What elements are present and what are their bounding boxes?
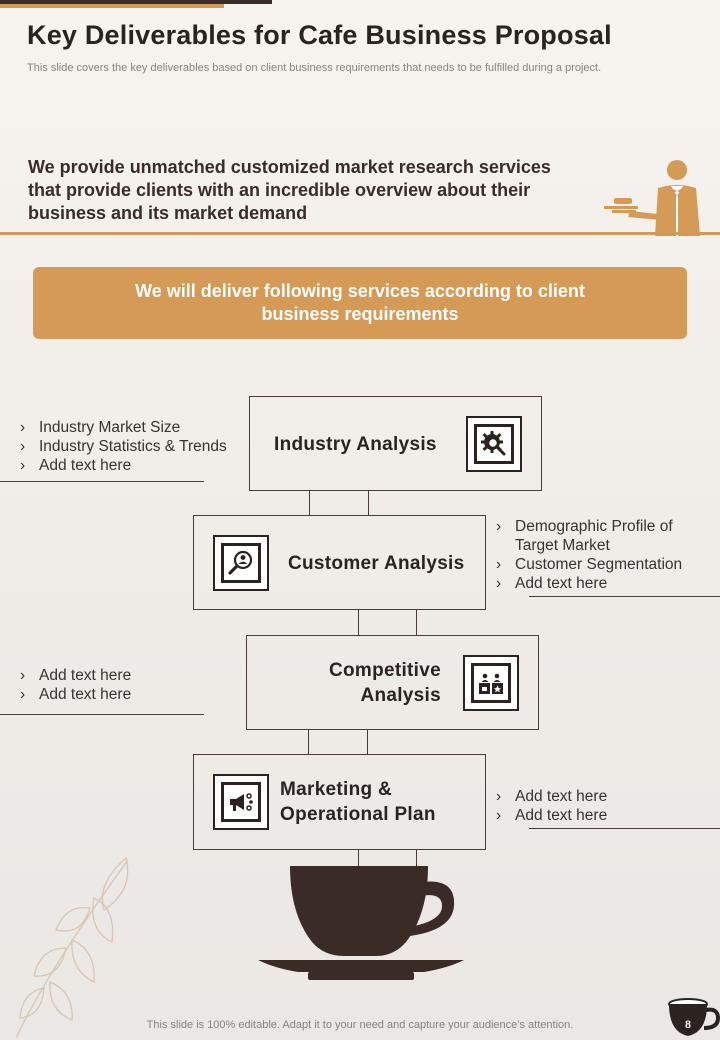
connector-line [358, 849, 359, 866]
deliverable-title: Customer Analysis [288, 553, 465, 574]
list-item: Add text here [496, 806, 711, 825]
connector-line [416, 609, 417, 636]
bullet-underline [529, 828, 720, 829]
coffee-cup-icon [258, 866, 464, 980]
connector-line [368, 490, 369, 516]
deliverable-title: Marketing & Operational Plan [280, 777, 436, 827]
list-item: Demographic Profile of Target Market [496, 517, 711, 555]
bullet-underline [0, 714, 204, 715]
megaphone-icon [230, 793, 253, 811]
connector-line [358, 609, 359, 636]
intro-divider [0, 232, 720, 235]
deliverable-title-line: Competitive [328, 660, 441, 681]
deliverable-icon-frame [213, 535, 269, 591]
deliverable-title: Industry Analysis [274, 434, 437, 455]
deliverable-icon-frame [466, 416, 522, 472]
competitive-analysis-bullets: Add text here Add text here [20, 666, 250, 704]
services-banner: We will deliver following services accor… [33, 267, 687, 339]
deliverable-card-marketing-plan: Marketing & Operational Plan [193, 754, 486, 850]
deliverable-title-line: Analysis [360, 685, 441, 706]
competitors-podium-icon [479, 673, 503, 694]
deliverable-icon-frame-inner [474, 424, 514, 464]
connector-line [308, 729, 309, 755]
industry-analysis-bullets: Industry Market Size Industry Statistics… [20, 418, 250, 475]
list-item: Industry Market Size [20, 418, 250, 437]
bullet-underline [0, 481, 204, 482]
top-accent-bar-gold [0, 4, 224, 8]
deliverable-icon-frame-inner [221, 782, 261, 822]
connector-line [367, 729, 368, 755]
services-banner-text: We will deliver following services accor… [135, 281, 585, 324]
deliverable-card-customer-analysis: Customer Analysis [193, 515, 486, 610]
waiter-icon [604, 160, 700, 236]
top-accent-bar-dark [0, 0, 272, 4]
deliverable-icon-frame-inner [471, 663, 511, 703]
deliverable-title-line: Operational Plan [280, 804, 436, 825]
list-item: Add text here [20, 666, 250, 685]
page-number-cup-icon [668, 998, 720, 1036]
bullet-underline [529, 596, 720, 597]
page-title: Key Deliverables for Cafe Business Propo… [27, 20, 612, 50]
connector-line [416, 849, 417, 866]
person-magnifier-icon [228, 550, 253, 575]
list-item: Add text here [496, 574, 711, 593]
deliverable-card-industry-analysis: Industry Analysis [249, 396, 542, 491]
page-number: 8 [685, 1017, 691, 1031]
intro-statement: We provide unmatched customized market r… [28, 157, 551, 223]
connector-line [309, 490, 310, 516]
list-item: Add text here [496, 787, 711, 806]
gear-magnifier-icon [481, 431, 506, 456]
marketing-plan-bullets: Add text here Add text here [496, 787, 711, 825]
deliverable-icon-frame [213, 774, 269, 830]
deliverable-icon-frame [463, 655, 519, 711]
list-item: Add text here [20, 456, 250, 475]
list-item: Add text here [20, 685, 250, 704]
deliverable-title-line: Marketing & [280, 779, 393, 800]
customer-analysis-bullets: Demographic Profile of Target Market Cus… [496, 517, 711, 593]
list-item: Customer Segmentation [496, 555, 711, 574]
page-subtitle: This slide covers the key deliverables b… [27, 62, 602, 74]
deliverable-title: Competitive Analysis [247, 658, 441, 708]
footer-note: This slide is 100% editable. Adapt it to… [146, 1019, 574, 1031]
deliverable-card-competitive-analysis: Competitive Analysis [246, 635, 539, 730]
list-item: Industry Statistics & Trends [20, 437, 250, 456]
deliverable-icon-frame-inner [221, 543, 261, 583]
leaf-decoration-icon [15, 856, 129, 1039]
